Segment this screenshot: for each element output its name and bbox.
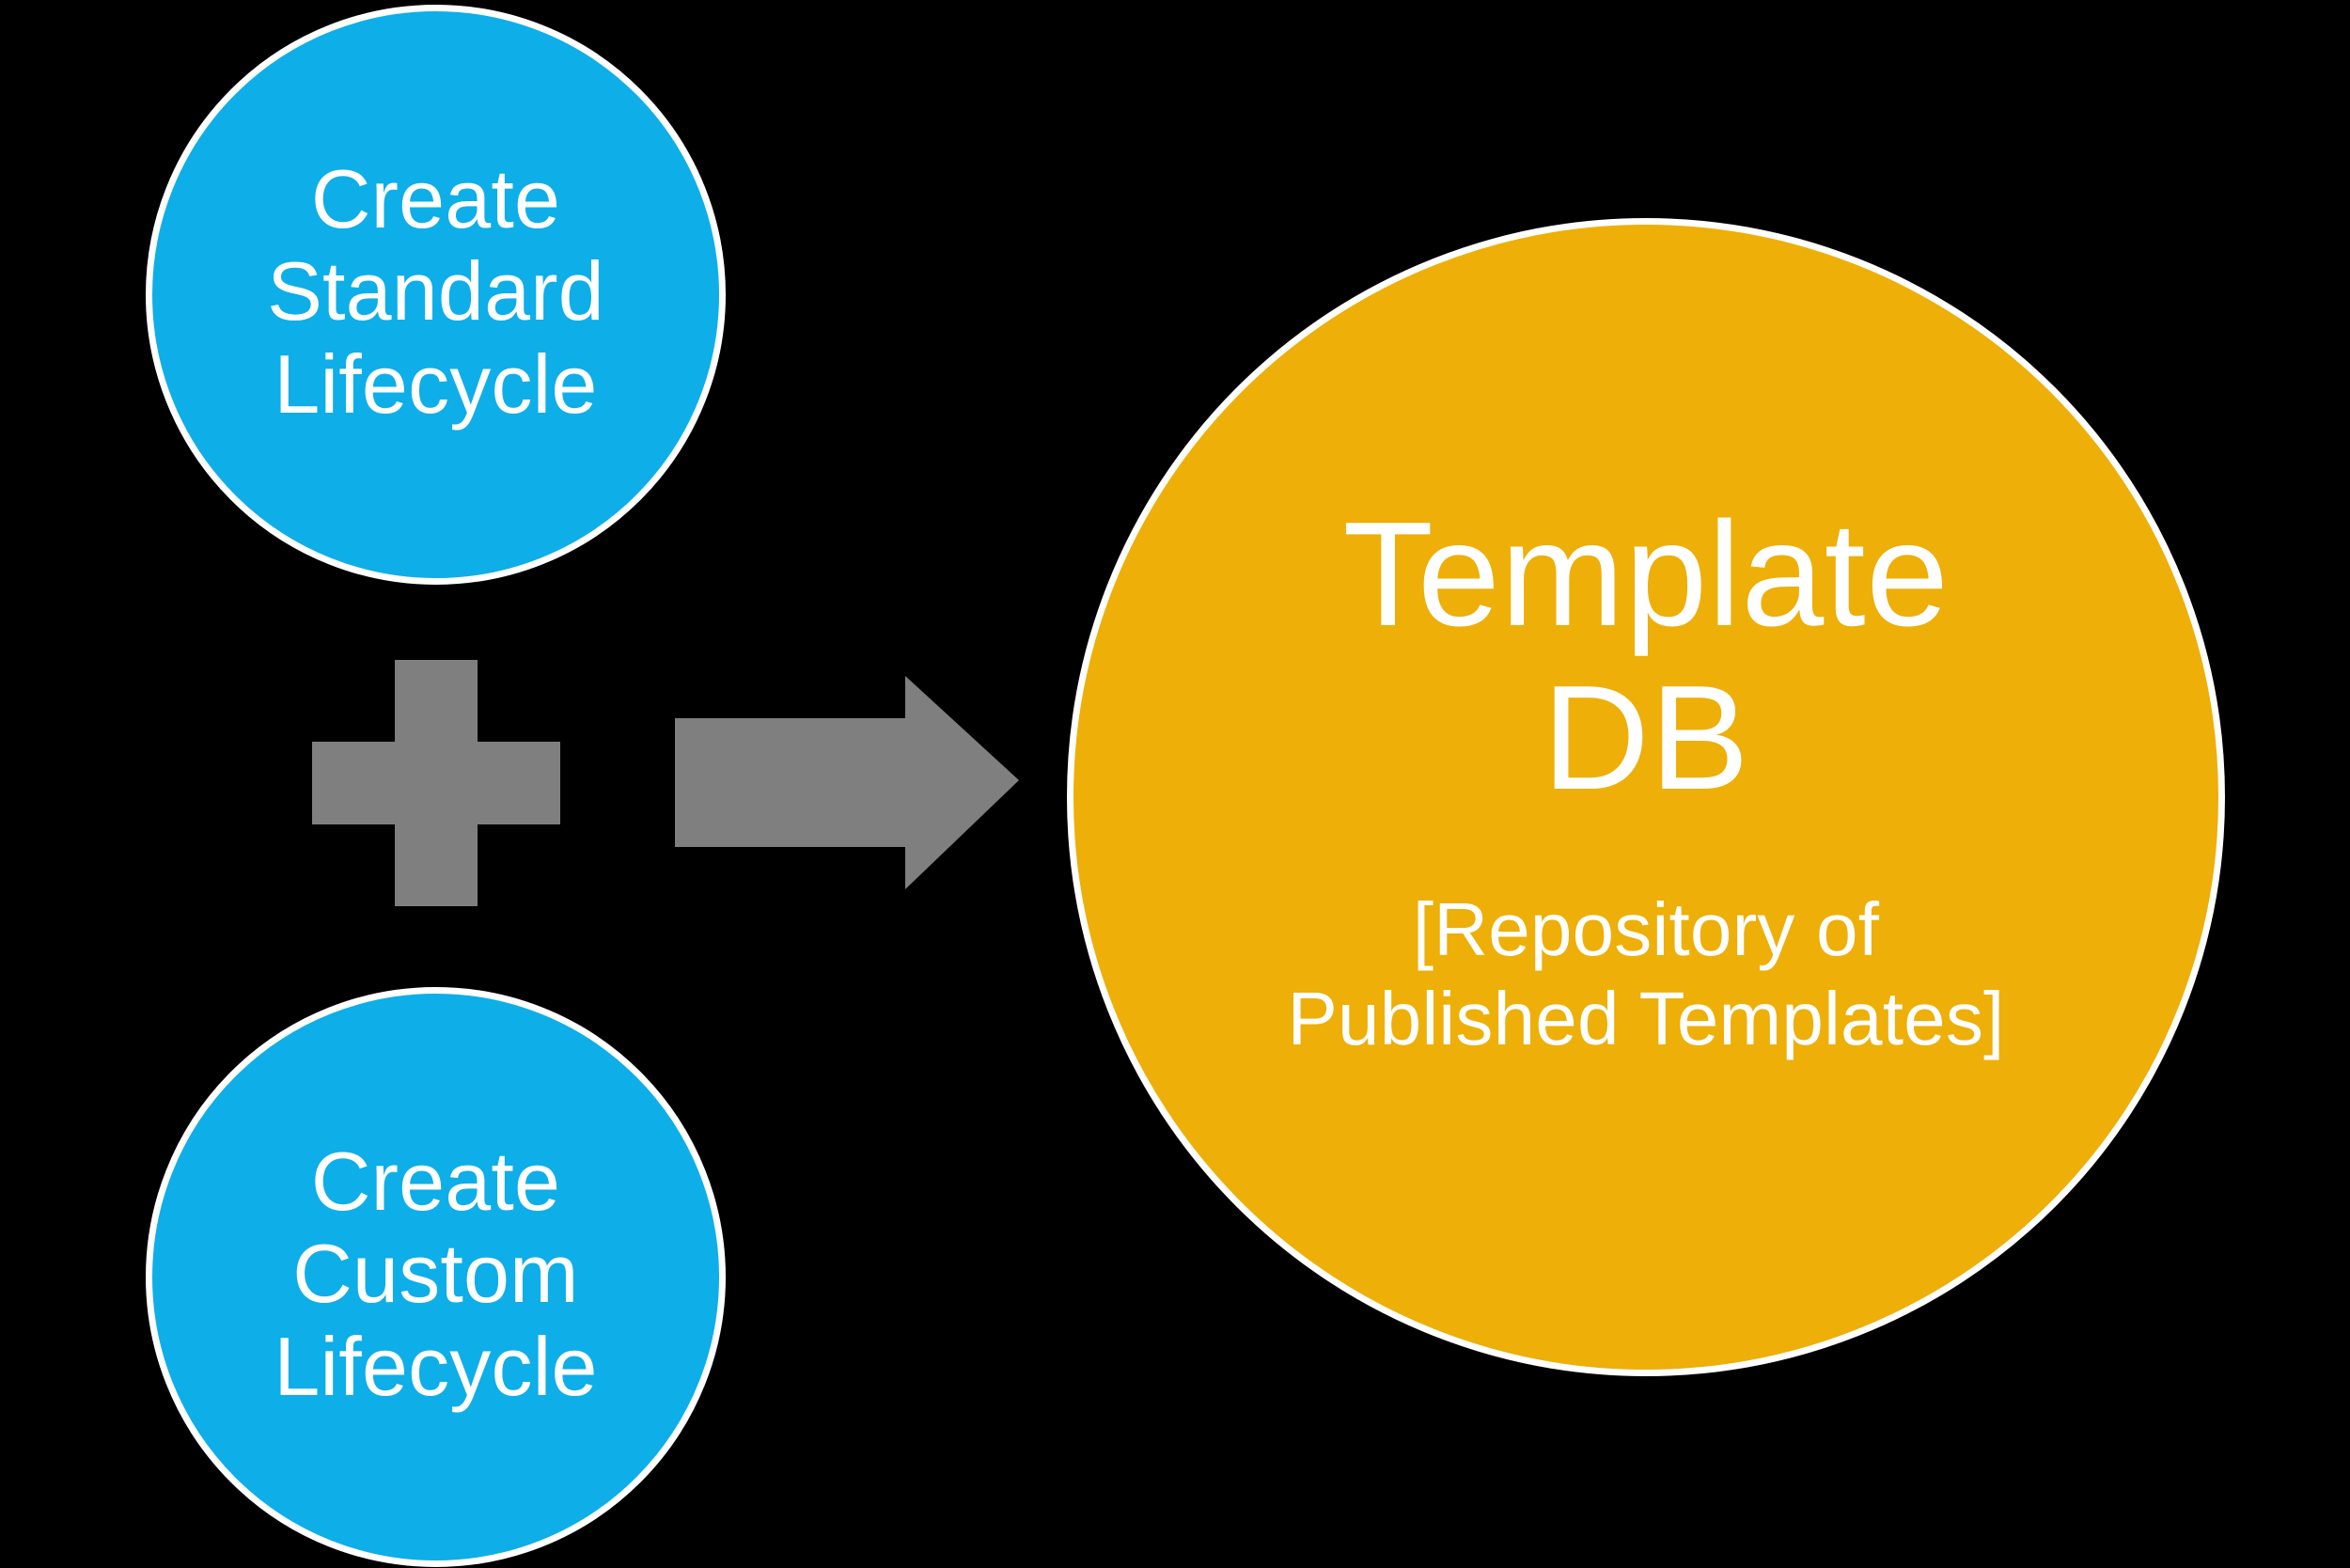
node-title-template-db: Template DB: [1342, 491, 1950, 821]
plus-icon: [312, 660, 560, 906]
node-template-db[interactable]: Template DB [Repository of Published Tem…: [1067, 218, 2225, 1376]
right-arrow-icon-shape: [675, 676, 1019, 889]
node-create-standard-lifecycle[interactable]: Create Standard Lifecycle: [146, 5, 726, 585]
right-arrow-icon: [675, 672, 1019, 894]
node-label-custom-lifecycle: Create Custom Lifecycle: [274, 1134, 598, 1413]
plus-icon-vertical-bar: [395, 660, 478, 906]
node-subtitle-template-db: [Repository of Published Templates]: [1287, 887, 2005, 1060]
node-create-custom-lifecycle[interactable]: Create Custom Lifecycle: [146, 987, 726, 1567]
node-label-standard-lifecycle: Create Standard Lifecycle: [267, 151, 604, 431]
